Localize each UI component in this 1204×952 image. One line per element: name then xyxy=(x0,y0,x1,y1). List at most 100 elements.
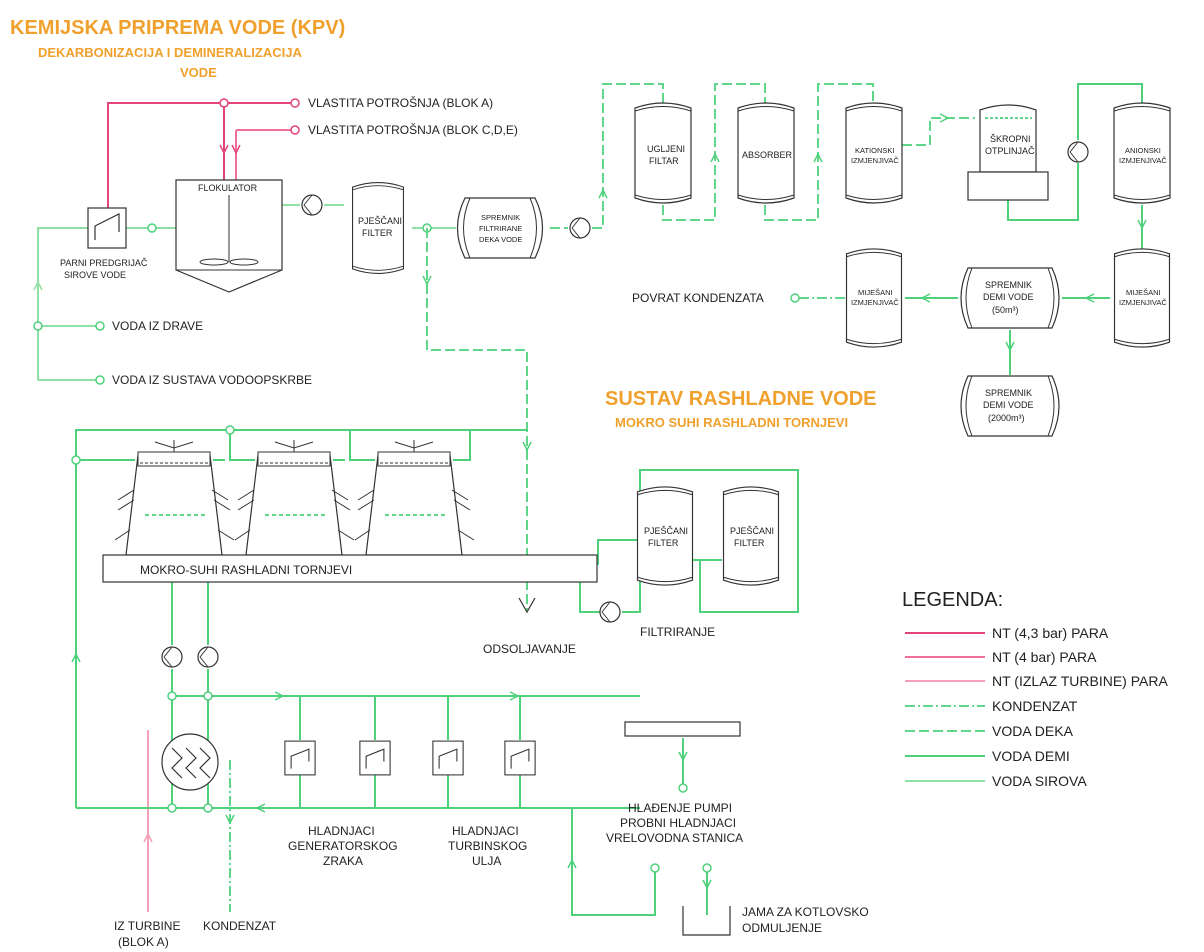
deka-lines xyxy=(422,228,536,614)
label-absorber: ABSORBER xyxy=(742,150,793,160)
steam-preheater xyxy=(87,207,127,249)
label-hp-3: VRELOVODNA STANICA xyxy=(606,831,743,845)
tower-3 xyxy=(354,440,475,556)
tower-2 xyxy=(234,440,355,556)
label-hlad-turb-3: ULJA xyxy=(472,854,501,868)
kpv-title: KEMIJSKA PRIPREMA VODE (KPV) xyxy=(10,17,345,39)
label-povrat: POVRAT KONDENZATA xyxy=(632,291,764,305)
legend-item: NT (4 bar) PARA xyxy=(905,649,1097,665)
label-pf2-2: FILTER xyxy=(648,538,679,548)
legend-label: KONDENZAT xyxy=(992,698,1078,714)
demi-chain-lines xyxy=(550,83,1147,375)
condenser xyxy=(161,733,219,791)
label-skropni-2: OTPLINJAČ xyxy=(985,146,1035,156)
label-uglj-2: FILTAR xyxy=(649,156,679,166)
pump-icon xyxy=(301,194,323,216)
raw-water-lines xyxy=(33,204,456,385)
pump-icon xyxy=(197,646,219,668)
label-pf1-2: FILTER xyxy=(362,228,393,238)
kpv-subtitle-2: VODE xyxy=(180,65,217,80)
label-deka-1: SPREMNIK xyxy=(481,213,520,222)
label-vlastita-cde: VLASTITA POTROŠNJA (BLOK C,D,E) xyxy=(308,122,518,137)
label-mij-l-2: IZMJENJIVAČ xyxy=(851,298,899,307)
label-iz-turbine-2: (BLOK A) xyxy=(118,935,169,949)
label-hp-2: PROBNI HLADNJACI xyxy=(620,816,736,830)
hx-gen-1 xyxy=(284,740,316,776)
legend-item: KONDENZAT xyxy=(905,698,1078,714)
label-iz-turbine-1: IZ TURBINE xyxy=(114,919,180,933)
label-odsoljavanje: ODSOLJAVANJE xyxy=(483,642,576,656)
cooling-towers xyxy=(102,440,598,583)
kpv-subtitle-1: DEKARBONIZACIJA I DEMINERALIZACIJA xyxy=(38,45,302,60)
label-hlad-gen-1: HLADNJACI xyxy=(308,824,375,838)
label-demi2000-1: SPREMNIK xyxy=(985,388,1032,398)
pump-icon xyxy=(599,601,621,623)
label-pf3-1: PJEŠČANI xyxy=(730,526,774,536)
label-deka-2: FILTRIRANE xyxy=(479,224,522,233)
label-flokulator: FLOKULATOR xyxy=(198,183,258,193)
label-pf3-2: FILTER xyxy=(734,538,765,548)
label-demi50-1: SPREMNIK xyxy=(985,280,1032,290)
label-hp-1: HLAĐENJE PUMPI xyxy=(628,801,732,815)
label-mij-l-1: MIJEŠANI xyxy=(858,288,893,297)
legend-title: LEGENDA: xyxy=(902,589,1003,611)
label-anion-1: ANIONSKI xyxy=(1125,146,1161,155)
label-hlad-gen-2: GENERATORSKOG xyxy=(288,839,398,853)
distribution-header xyxy=(624,721,741,737)
hx-turb-1 xyxy=(432,740,464,776)
flokulator xyxy=(175,179,283,293)
label-hlad-gen-3: ZRAKA xyxy=(323,854,363,868)
legend-label: VODA DEMI xyxy=(992,748,1070,764)
legend-label: VODA DEKA xyxy=(992,723,1074,739)
label-predgrijac-1: PARNI PREDGRIJAČ xyxy=(60,258,148,268)
demi-tank-2000 xyxy=(960,375,1060,437)
srv-subtitle: MOKRO SUHI RASHLADNI TORNJEVI xyxy=(615,415,848,430)
label-tornjevi: MOKRO-SUHI RASHLADNI TORNJEVI xyxy=(140,563,352,577)
pump-icon xyxy=(569,217,591,239)
label-demi50-2: DEMI VODE xyxy=(983,292,1034,302)
legend-item: VODA SIROVA xyxy=(905,773,1087,789)
label-mij-r-2: IZMJENJIVAČ xyxy=(1119,298,1167,307)
cooling-lines xyxy=(71,425,799,916)
label-anion-2: IZMJENJIVAČ xyxy=(1119,156,1167,165)
legend-item: VODA DEMI xyxy=(905,748,1070,764)
label-voda-drave: VODA IZ DRAVE xyxy=(112,319,203,333)
legend: LEGENDA: NT (4,3 bar) PARA NT (4 bar) PA… xyxy=(902,589,1168,789)
degasser xyxy=(967,104,1049,201)
label-jama-1: JAMA ZA KOTLOVSKO xyxy=(742,905,869,919)
label-voda-vodoopskrbe: VODA IZ SUSTAVA VODOOPSKRBE xyxy=(112,373,312,387)
hx-turb-2 xyxy=(504,740,536,776)
sludge-pit xyxy=(682,906,731,936)
label-demi50-3: (50m³) xyxy=(992,305,1019,315)
legend-label: NT (4,3 bar) PARA xyxy=(992,625,1109,641)
legend-item: NT (IZLAZ TURBINE) PARA xyxy=(905,673,1168,689)
label-mij-r-1: MIJEŠANI xyxy=(1126,288,1161,297)
label-skropni-1: ŠKROPNI xyxy=(990,134,1031,144)
legend-item: NT (4,3 bar) PARA xyxy=(905,625,1109,641)
sand-filter-3 xyxy=(722,486,780,586)
label-kation-1: KATIONSKI xyxy=(855,146,894,155)
label-predgrijac-2: SIROVE VODE xyxy=(64,270,126,280)
label-demi2000-2: DEMI VODE xyxy=(983,400,1034,410)
label-hlad-turb-1: HLADNJACI xyxy=(452,824,519,838)
legend-label: VODA SIROVA xyxy=(992,773,1087,789)
tower-1 xyxy=(114,440,235,556)
label-demi2000-3: (2000m³) xyxy=(988,413,1025,423)
hx-gen-2 xyxy=(359,740,391,776)
label-kondenzat: KONDENZAT xyxy=(203,919,277,933)
label-pf1-1: PJEŠČANI xyxy=(358,216,402,226)
label-pf2-1: PJEŠČANI xyxy=(644,526,688,536)
pump-icon xyxy=(1067,141,1089,163)
label-hlad-turb-2: TURBINSKOG xyxy=(448,839,527,853)
deka-tank xyxy=(456,197,544,259)
legend-label: NT (4 bar) PARA xyxy=(992,649,1097,665)
srv-title: SUSTAV RASHLADNE VODE xyxy=(605,388,877,410)
legend-item: VODA DEKA xyxy=(905,723,1074,739)
steam-lines xyxy=(107,98,300,912)
legend-label: NT (IZLAZ TURBINE) PARA xyxy=(992,673,1168,689)
label-uglj-1: UGLJENI xyxy=(647,144,685,154)
sand-filter-2 xyxy=(636,486,694,586)
label-filtriranje: FILTRIRANJE xyxy=(640,625,715,639)
label-jama-2: ODMULJENJE xyxy=(742,921,822,935)
